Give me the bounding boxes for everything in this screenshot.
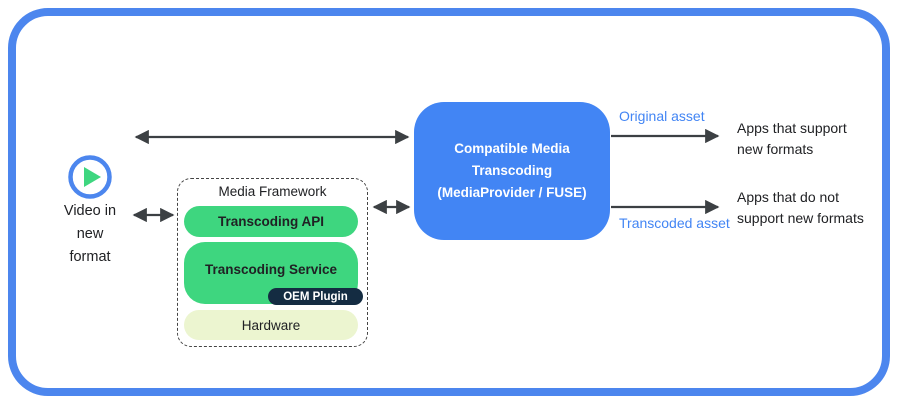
media-framework-title: Media Framework [218,184,327,199]
play-video-icon [68,155,112,199]
apps-no-support-label: Apps that do not support new formats [737,189,864,226]
oem-plugin-badge: OEM Plugin [268,288,363,305]
original-asset-label: Original asset [619,108,705,124]
diagram-outer-border [8,8,890,396]
transcoding-api-layer: Transcoding API [184,206,358,237]
media-framework-box: Media Framework Transcoding API Transcod… [177,178,368,347]
compatible-media-transcoding-box: Compatible Media Transcoding (MediaProvi… [414,102,610,240]
apps-support-label: Apps that support new formats [737,120,847,157]
video-source-label: Video in new format [63,203,117,265]
transcoded-asset-label: Transcoded asset [619,215,730,231]
hardware-layer: Hardware [184,310,358,340]
